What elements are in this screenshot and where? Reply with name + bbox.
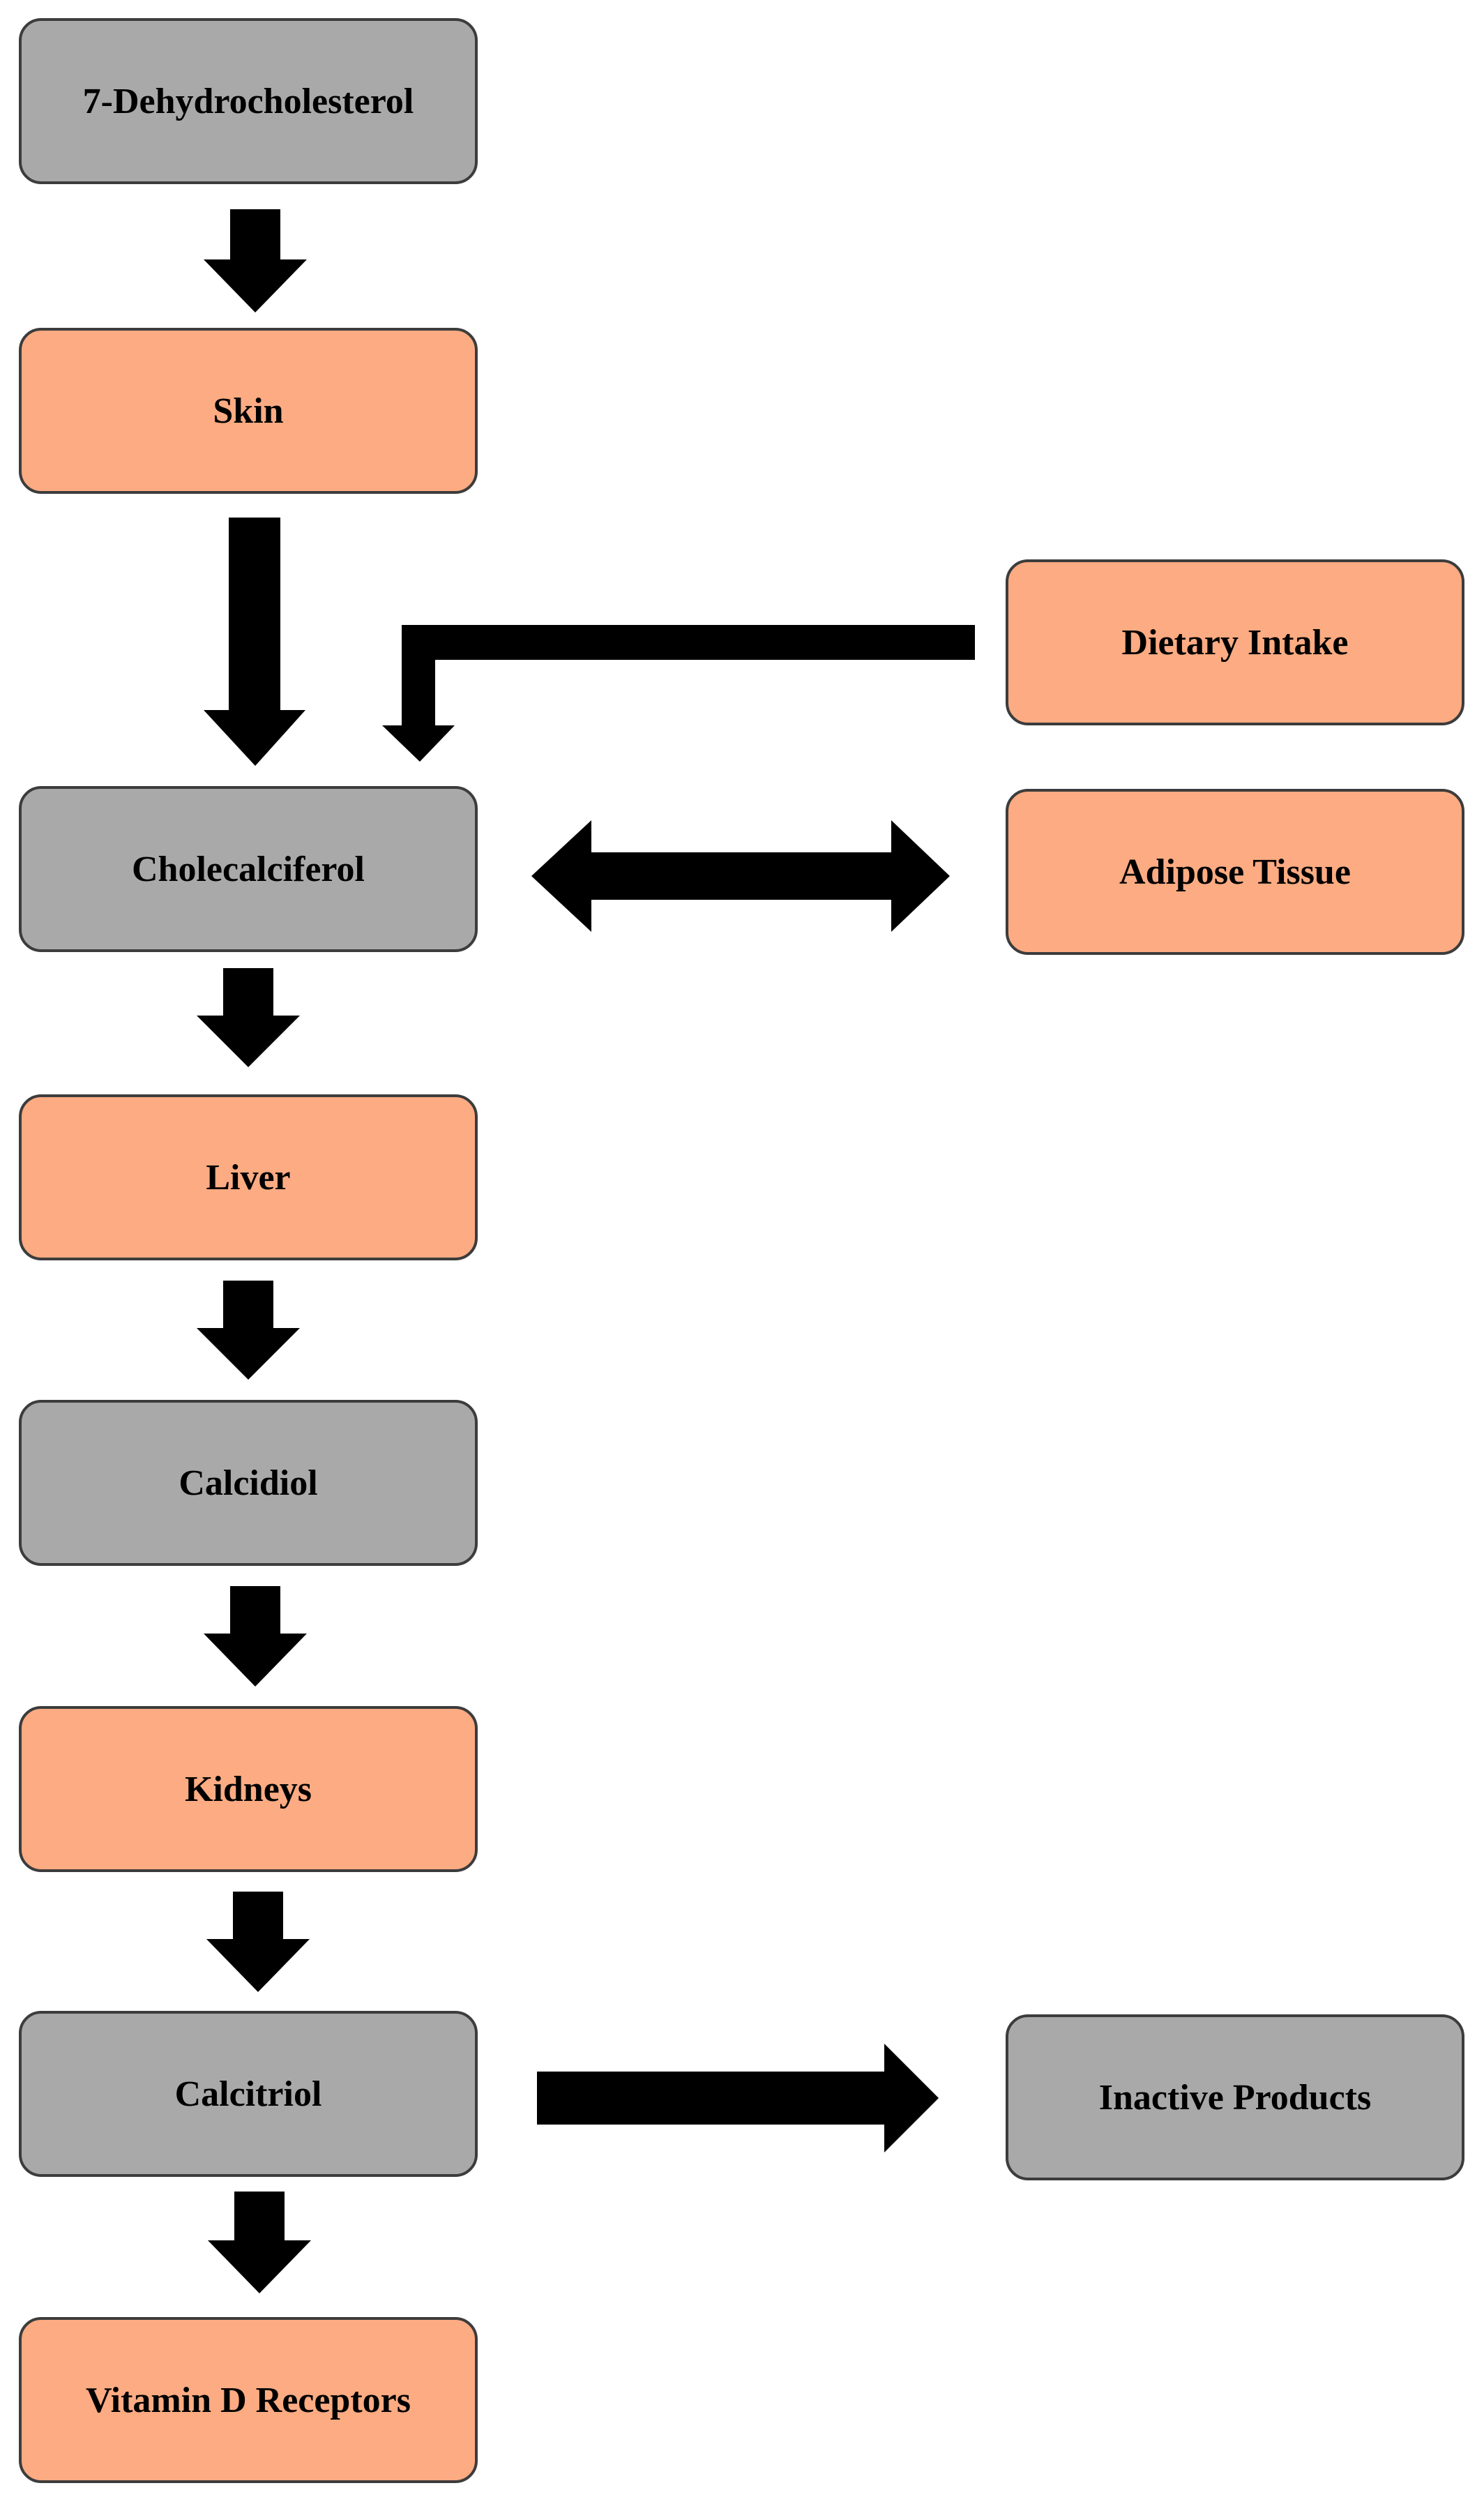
- node-adipose-tissue: Adipose Tissue: [1006, 789, 1464, 955]
- arrow-7dhc-to-skin: [204, 209, 307, 312]
- arrow-skin-to-cholecalciferol: [204, 518, 305, 766]
- node-label: Cholecalciferol: [131, 849, 365, 889]
- node-label: Calcidiol: [179, 1463, 318, 1503]
- node-label: Vitamin D Receptors: [86, 2380, 411, 2420]
- arrow-liver-to-calcidiol: [197, 1281, 300, 1380]
- node-dietary-intake: Dietary Intake: [1006, 559, 1464, 725]
- node-label: Liver: [206, 1157, 291, 1198]
- node-vitamin-d-receptors: Vitamin D Receptors: [19, 2317, 478, 2483]
- node-inactive-products: Inactive Products: [1006, 2014, 1464, 2180]
- node-label: Skin: [213, 391, 284, 431]
- node-calcidiol: Calcidiol: [19, 1400, 478, 1566]
- arrow-calcitriol-to-inactive: [537, 2044, 939, 2152]
- node-label: Inactive Products: [1098, 2077, 1372, 2118]
- node-label: Adipose Tissue: [1119, 852, 1351, 892]
- arrow-dietary-to-cholecalciferol: [382, 625, 975, 762]
- node-skin: Skin: [19, 328, 478, 494]
- arrow-calcitriol-to-vdr: [208, 2192, 311, 2293]
- node-kidneys: Kidneys: [19, 1706, 478, 1872]
- node-cholecalciferol: Cholecalciferol: [19, 786, 478, 952]
- node-calcitriol: Calcitriol: [19, 2011, 478, 2177]
- node-label: Dietary Intake: [1121, 622, 1349, 663]
- node-liver: Liver: [19, 1094, 478, 1260]
- arrow-cholecalciferol-to-liver: [197, 968, 300, 1067]
- node-label: 7-Dehydrocholesterol: [82, 81, 414, 121]
- arrow-kidneys-to-calcitriol: [206, 1892, 310, 1992]
- arrow-cholecalciferol-adipose: [531, 820, 950, 932]
- node-label: Kidneys: [184, 1769, 312, 1809]
- node-7-dehydrocholesterol: 7-Dehydrocholesterol: [19, 18, 478, 184]
- arrow-calcidiol-to-kidneys: [204, 1586, 307, 1687]
- node-label: Calcitriol: [174, 2074, 322, 2114]
